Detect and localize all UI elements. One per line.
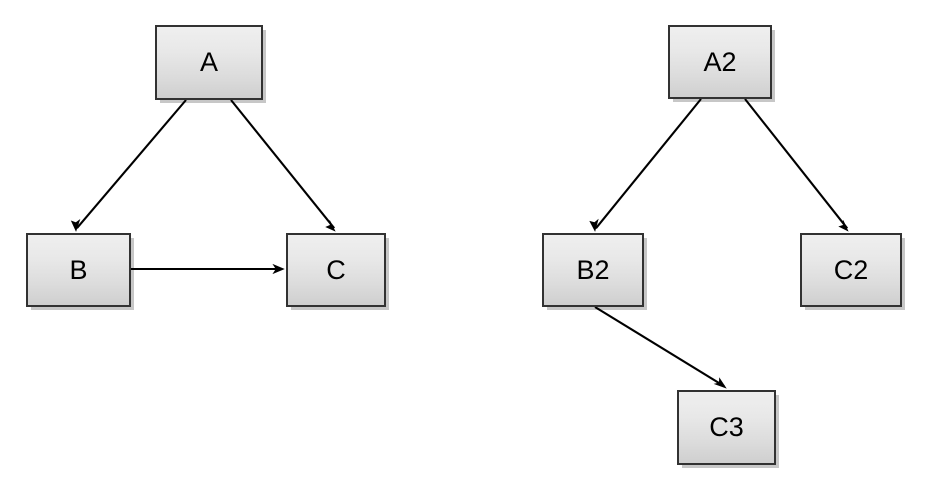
node-a2[interactable]: A2 <box>668 25 772 99</box>
edge-b-to-c <box>131 263 285 275</box>
node-c3-label: C3 <box>709 412 744 442</box>
edge-a-to-b <box>70 99 187 232</box>
edge-a-to-c <box>230 99 336 232</box>
edge-b2-to-c3 <box>594 306 727 389</box>
edge-a2-to-c2 <box>744 98 849 232</box>
node-a[interactable]: A <box>155 25 263 100</box>
node-b2[interactable]: B2 <box>542 233 644 307</box>
node-b2-label: B2 <box>576 254 610 285</box>
node-b-label: B <box>69 254 88 285</box>
node-c3[interactable]: C3 <box>677 390 776 465</box>
node-a2-label: A2 <box>703 46 737 77</box>
node-c-label: C <box>326 254 346 285</box>
node-c2[interactable]: C2 <box>800 233 902 307</box>
edge-a2-to-b2 <box>589 98 702 232</box>
node-b[interactable]: B <box>26 233 131 307</box>
node-a-label: A <box>199 47 218 77</box>
node-c2-label: C2 <box>833 254 869 285</box>
node-c[interactable]: C <box>286 233 386 307</box>
